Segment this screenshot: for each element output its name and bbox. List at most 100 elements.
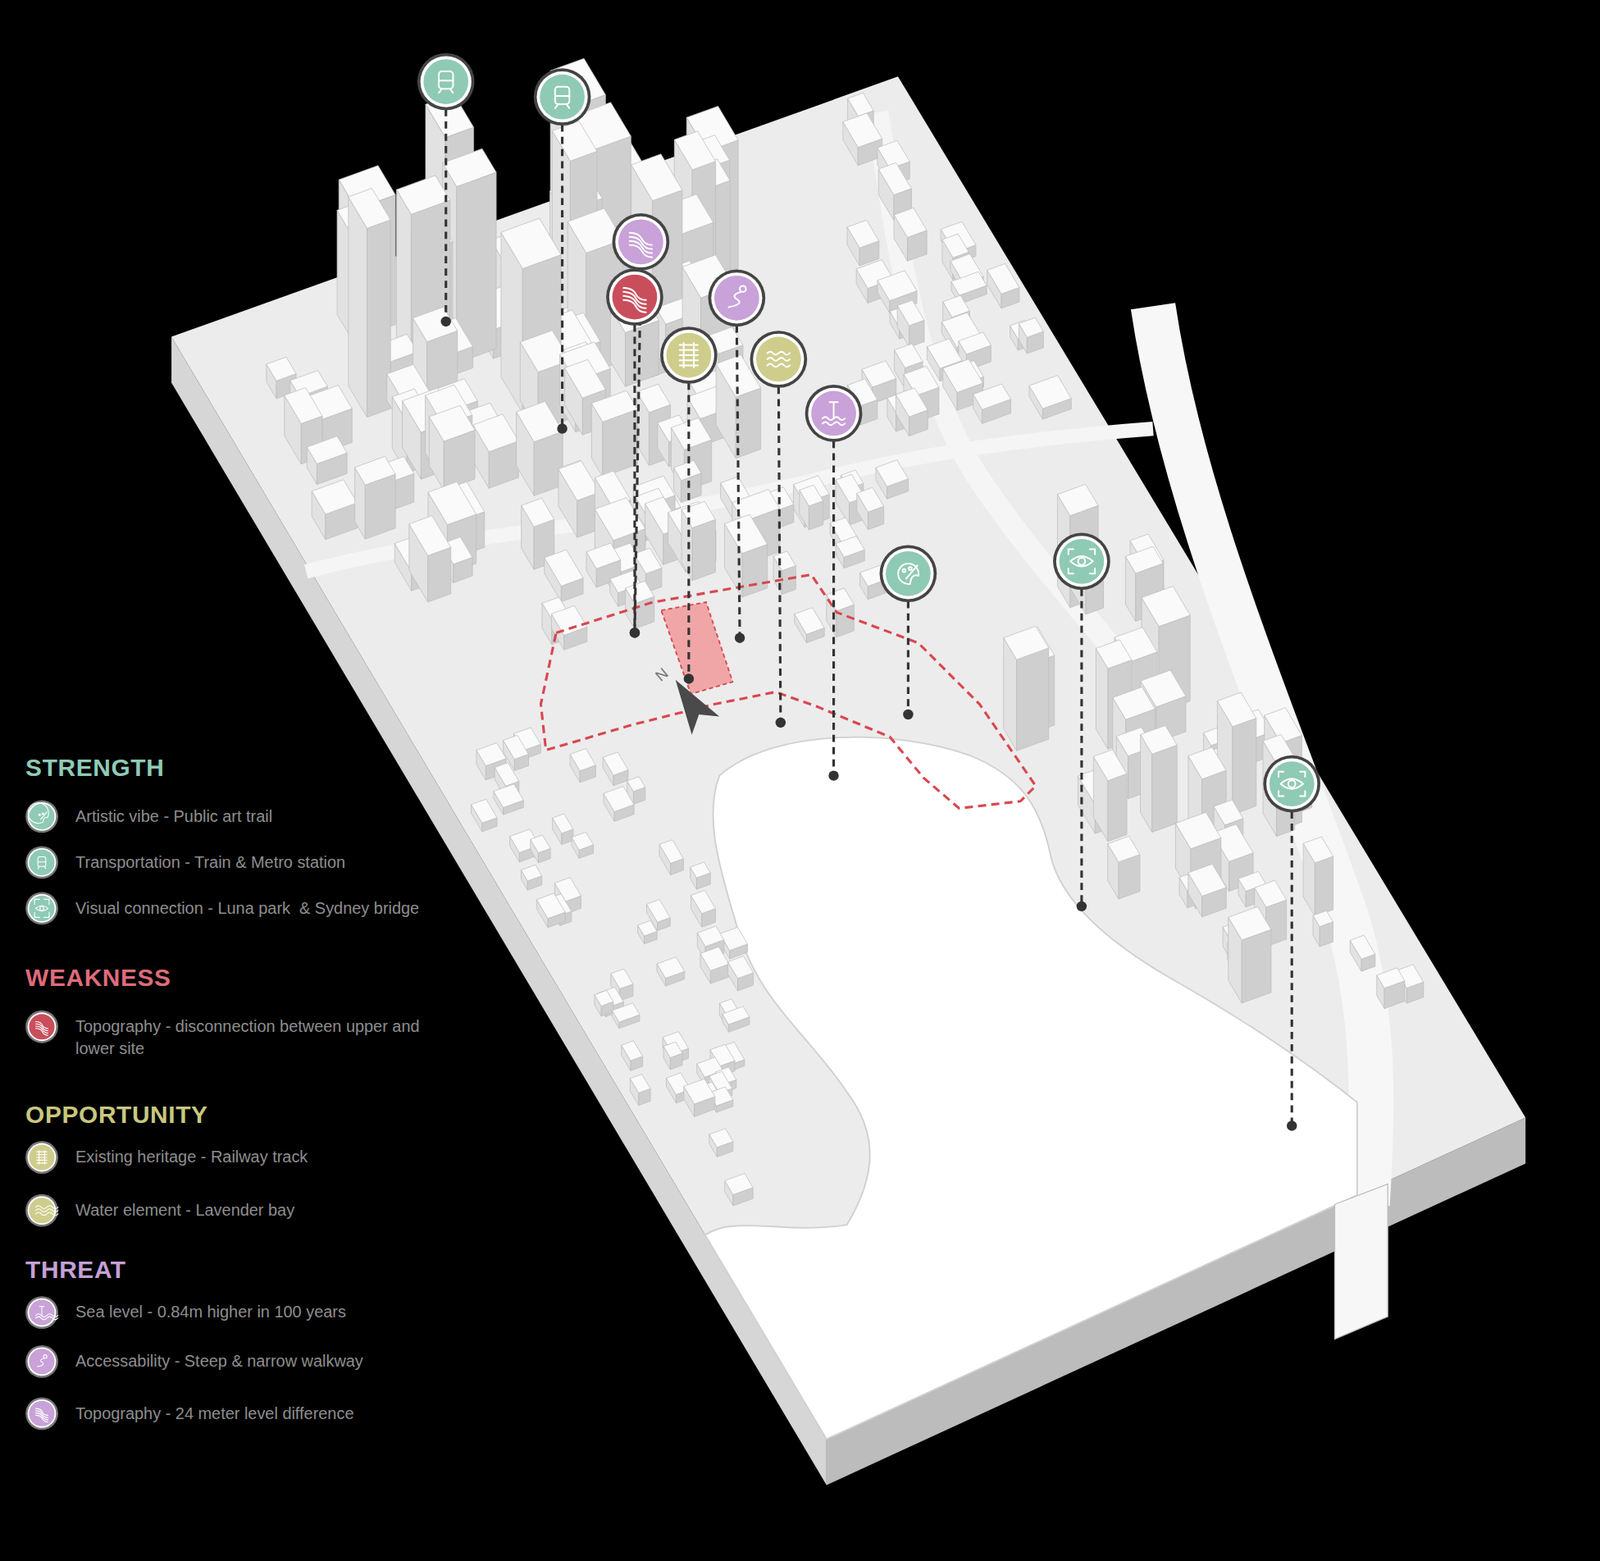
marker-icon [666,332,712,379]
building-roof [625,580,655,604]
icon-glyph [898,563,919,584]
icon-glyph [767,357,790,361]
legend-text: Transportation - Train & Metro station [75,851,453,874]
building-roof [503,734,529,759]
building-roof [428,405,475,442]
leader-line [560,124,564,429]
legend-icon [25,1344,59,1378]
leader-line [778,387,780,723]
legend-heading: OPPORTUNITY [25,1098,209,1130]
icon-glyph [35,1313,58,1320]
icon-glyph [623,296,646,309]
icon-glyph [40,906,45,911]
legend-icon [28,1013,55,1040]
building-side [348,196,368,418]
building-roof [1125,546,1163,574]
building-front [428,547,452,602]
building-roof [847,219,880,248]
leader-dot [683,673,694,684]
building-roof [409,515,452,557]
icon-glyph [36,1153,47,1155]
leader-line [1290,811,1294,1126]
legend-icon [25,1010,59,1044]
building-roof [877,270,917,301]
icon-glyph [679,354,698,356]
building-roof [794,607,825,635]
building-roof [1140,724,1178,754]
markers [417,53,1321,1131]
building-roof [663,1041,683,1058]
building-roof [442,148,497,187]
legend-icon [25,891,59,925]
legend-icon [27,1143,57,1172]
building-roof [773,551,796,571]
building-roof [428,481,477,525]
building-roof [266,356,297,381]
legend-icon [28,1400,55,1427]
building-roof [1112,687,1156,721]
building-roof [638,920,658,936]
building-roof [520,864,542,881]
building-roof [856,487,885,512]
leader-dot [1286,1120,1297,1131]
leader-dot [734,632,745,643]
building-roof [987,263,1020,294]
building-roof [697,925,724,947]
marker-icon [612,274,658,320]
legend-text: Water element - Lavender bay [75,1198,453,1222]
icon-glyph [36,1151,47,1153]
icon-glyph [41,811,48,820]
building-roof [551,605,587,635]
icon-glyph [35,1205,58,1209]
building-front [1107,773,1127,841]
icon-glyph [767,364,790,368]
building-roof [494,762,520,787]
building-roof [348,188,391,229]
marker-icon [618,219,664,265]
marker-ring [708,268,766,327]
legend-icon [28,1144,55,1170]
icon-glyph [35,1212,58,1216]
building-roof [958,332,991,355]
icon-glyph [37,1358,45,1367]
leader-line [907,601,910,715]
icon-glyph [438,71,453,89]
marker-ring [750,330,808,388]
building-roof [621,1040,643,1061]
marker-icon [423,59,469,105]
icon-glyph [822,416,845,425]
legend-text: Topography - 24 meter level difference [75,1402,453,1425]
bridge-pylon [1334,1183,1388,1339]
building-roof [943,359,984,393]
building-roof [627,776,646,792]
building-front [692,519,716,580]
marker-ring [612,213,671,271]
icon-glyph [566,104,570,109]
icon-glyph [833,401,835,419]
icon-glyph [623,291,646,305]
marker-ring [1266,757,1318,809]
leader-dot [902,709,913,720]
legend-icon [27,802,57,831]
legend-icon [25,1396,59,1430]
icon-glyph [679,364,698,366]
leader-dot [441,316,452,327]
building-roof [412,306,457,342]
marker-ring [711,272,762,324]
legend-heading: THREAT [25,1253,127,1285]
building-front [1232,717,1257,815]
building-roof [284,387,323,424]
legend-icon [27,1399,57,1428]
marker-ring [882,547,934,599]
marker-ring [660,326,718,384]
icon-glyph [35,1413,48,1420]
marker-ring [752,333,804,385]
legend-text: Existing heritage - Railway track [75,1145,453,1168]
building-roof [732,489,780,522]
building-roof [1003,625,1049,660]
marker-ring [609,271,661,323]
building-roof [728,956,754,979]
marker-ring [420,55,472,107]
icon-glyph [767,351,790,356]
